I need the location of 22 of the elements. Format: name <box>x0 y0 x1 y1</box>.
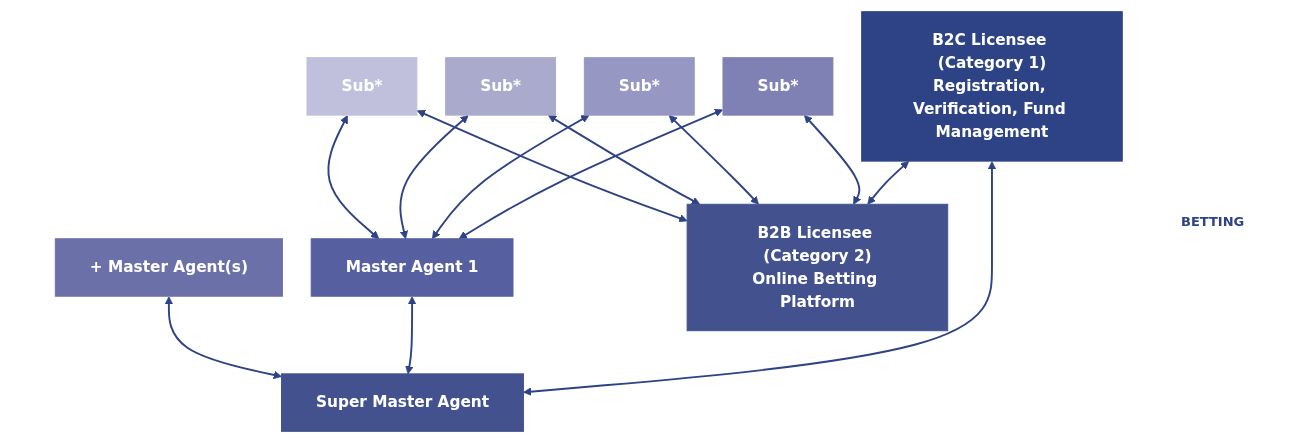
arrow <box>399 115 469 240</box>
node-box: Super Master Agent <box>280 373 524 432</box>
arrow <box>164 296 282 380</box>
node-box: Sub* <box>444 57 556 116</box>
arrow <box>547 114 700 205</box>
node-box: B2C Licensee (Category 1) Registration, Verification, Fund Management <box>860 11 1123 162</box>
arrow <box>867 161 909 205</box>
arrow <box>668 115 759 205</box>
node-box: Master Agent 1 <box>310 238 514 297</box>
arrow <box>405 296 416 375</box>
node-box: Sub* <box>306 57 418 116</box>
arrow <box>803 115 861 205</box>
arrow <box>416 109 688 223</box>
arrow <box>458 108 723 240</box>
arrow <box>327 115 379 240</box>
node-box: Sub* <box>722 57 834 116</box>
node-box: + Master Agent(s) <box>54 238 283 297</box>
arrow <box>522 161 996 396</box>
node-box: B2B Licensee (Category 2) Online Betting Platform <box>686 203 948 332</box>
arrow <box>431 114 590 240</box>
node-box: Sub* <box>583 57 695 116</box>
edge-note: BETTING <box>1181 214 1246 229</box>
